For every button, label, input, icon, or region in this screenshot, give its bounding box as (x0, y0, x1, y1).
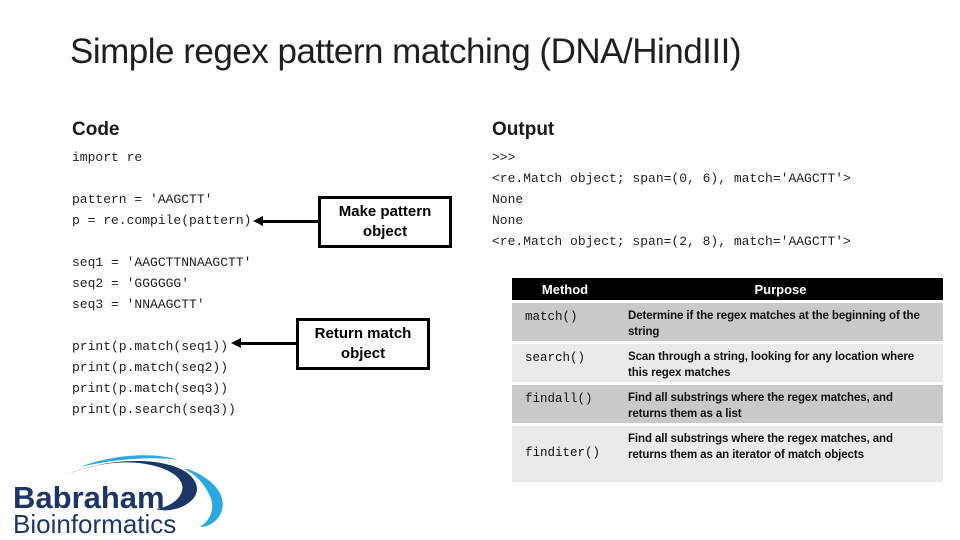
table-cell-method: finditer() (512, 426, 618, 482)
output-line: >>> (492, 150, 516, 165)
output-line: None (492, 192, 524, 207)
output-block: >>> <re.Match object; span=(0, 6), match… (492, 147, 851, 252)
table-cell-method: findall() (512, 385, 618, 423)
output-line: None (492, 213, 524, 228)
output-section-heading: Output (492, 119, 555, 140)
code-line-blank (72, 168, 251, 189)
slide-title: Simple regex pattern matching (DNA/HindI… (70, 32, 742, 71)
code-line: import re (72, 150, 143, 165)
output-line: <re.Match object; span=(2, 8), match='AA… (492, 234, 851, 249)
table-cell-purpose: Find all substrings where the regex matc… (618, 385, 943, 423)
code-section-heading: Code (72, 119, 120, 140)
babraham-bioinformatics-logo: Babraham Bioinformatics (13, 455, 223, 538)
code-line: seq3 = 'NNAAGCTT' (72, 297, 205, 312)
table-row: findall() Find all substrings where the … (512, 385, 943, 423)
return-match-callout-label: Return match object (314, 324, 412, 362)
code-line: seq2 = 'GGGGGG' (72, 276, 190, 291)
logo-text-line2: Bioinformatics (13, 509, 176, 538)
table-row: match() Determine if the regex matches a… (512, 303, 943, 341)
table-header-method: Method (512, 278, 618, 300)
output-line: <re.Match object; span=(0, 6), match='AA… (492, 171, 851, 186)
table-cell-purpose: Scan through a string, looking for any l… (618, 344, 943, 382)
table-cell-purpose: Find all substrings where the regex matc… (618, 426, 943, 482)
table-header-row: Method Purpose (512, 278, 943, 300)
table-cell-purpose: Determine if the regex matches at the be… (618, 303, 943, 341)
logo-swoosh-top-icon (80, 455, 178, 467)
code-line-blank (72, 315, 251, 336)
code-line: print(p.search(seq3)) (72, 402, 236, 417)
arrowhead-left-icon (231, 338, 241, 348)
table-header-purpose: Purpose (618, 278, 943, 300)
logo-swoosh-right-icon (184, 469, 223, 527)
table-row: search() Scan through a string, looking … (512, 344, 943, 382)
code-line: print(p.match(seq3)) (72, 381, 229, 396)
code-line: pattern = 'AAGCTT' (72, 192, 213, 207)
logo-text-line1: Babraham (13, 480, 165, 515)
arrow-shaft (239, 342, 296, 345)
table-cell-method: match() (512, 303, 618, 341)
return-match-callout: Return match object (296, 318, 430, 370)
code-line-blank (72, 231, 251, 252)
table-cell-method: search() (512, 344, 618, 382)
arrowhead-left-icon (253, 216, 263, 226)
arrow-shaft (261, 220, 318, 223)
code-line: seq1 = 'AAGCTTNNAAGCTT' (72, 255, 252, 270)
code-line: print(p.match(seq1)) (72, 339, 229, 354)
code-block: import re pattern = 'AAGCTT' p = re.comp… (72, 147, 251, 420)
code-line: p = re.compile(pattern) (72, 213, 252, 228)
table-row: finditer() Find all substrings where the… (512, 426, 943, 482)
logo-swoosh-navy-icon (68, 460, 198, 511)
regex-methods-table: Method Purpose match() Determine if the … (512, 278, 943, 485)
make-pattern-callout-label: Make pattern object (338, 202, 432, 240)
make-pattern-callout: Make pattern object (318, 196, 452, 248)
code-line: print(p.match(seq2)) (72, 360, 229, 375)
